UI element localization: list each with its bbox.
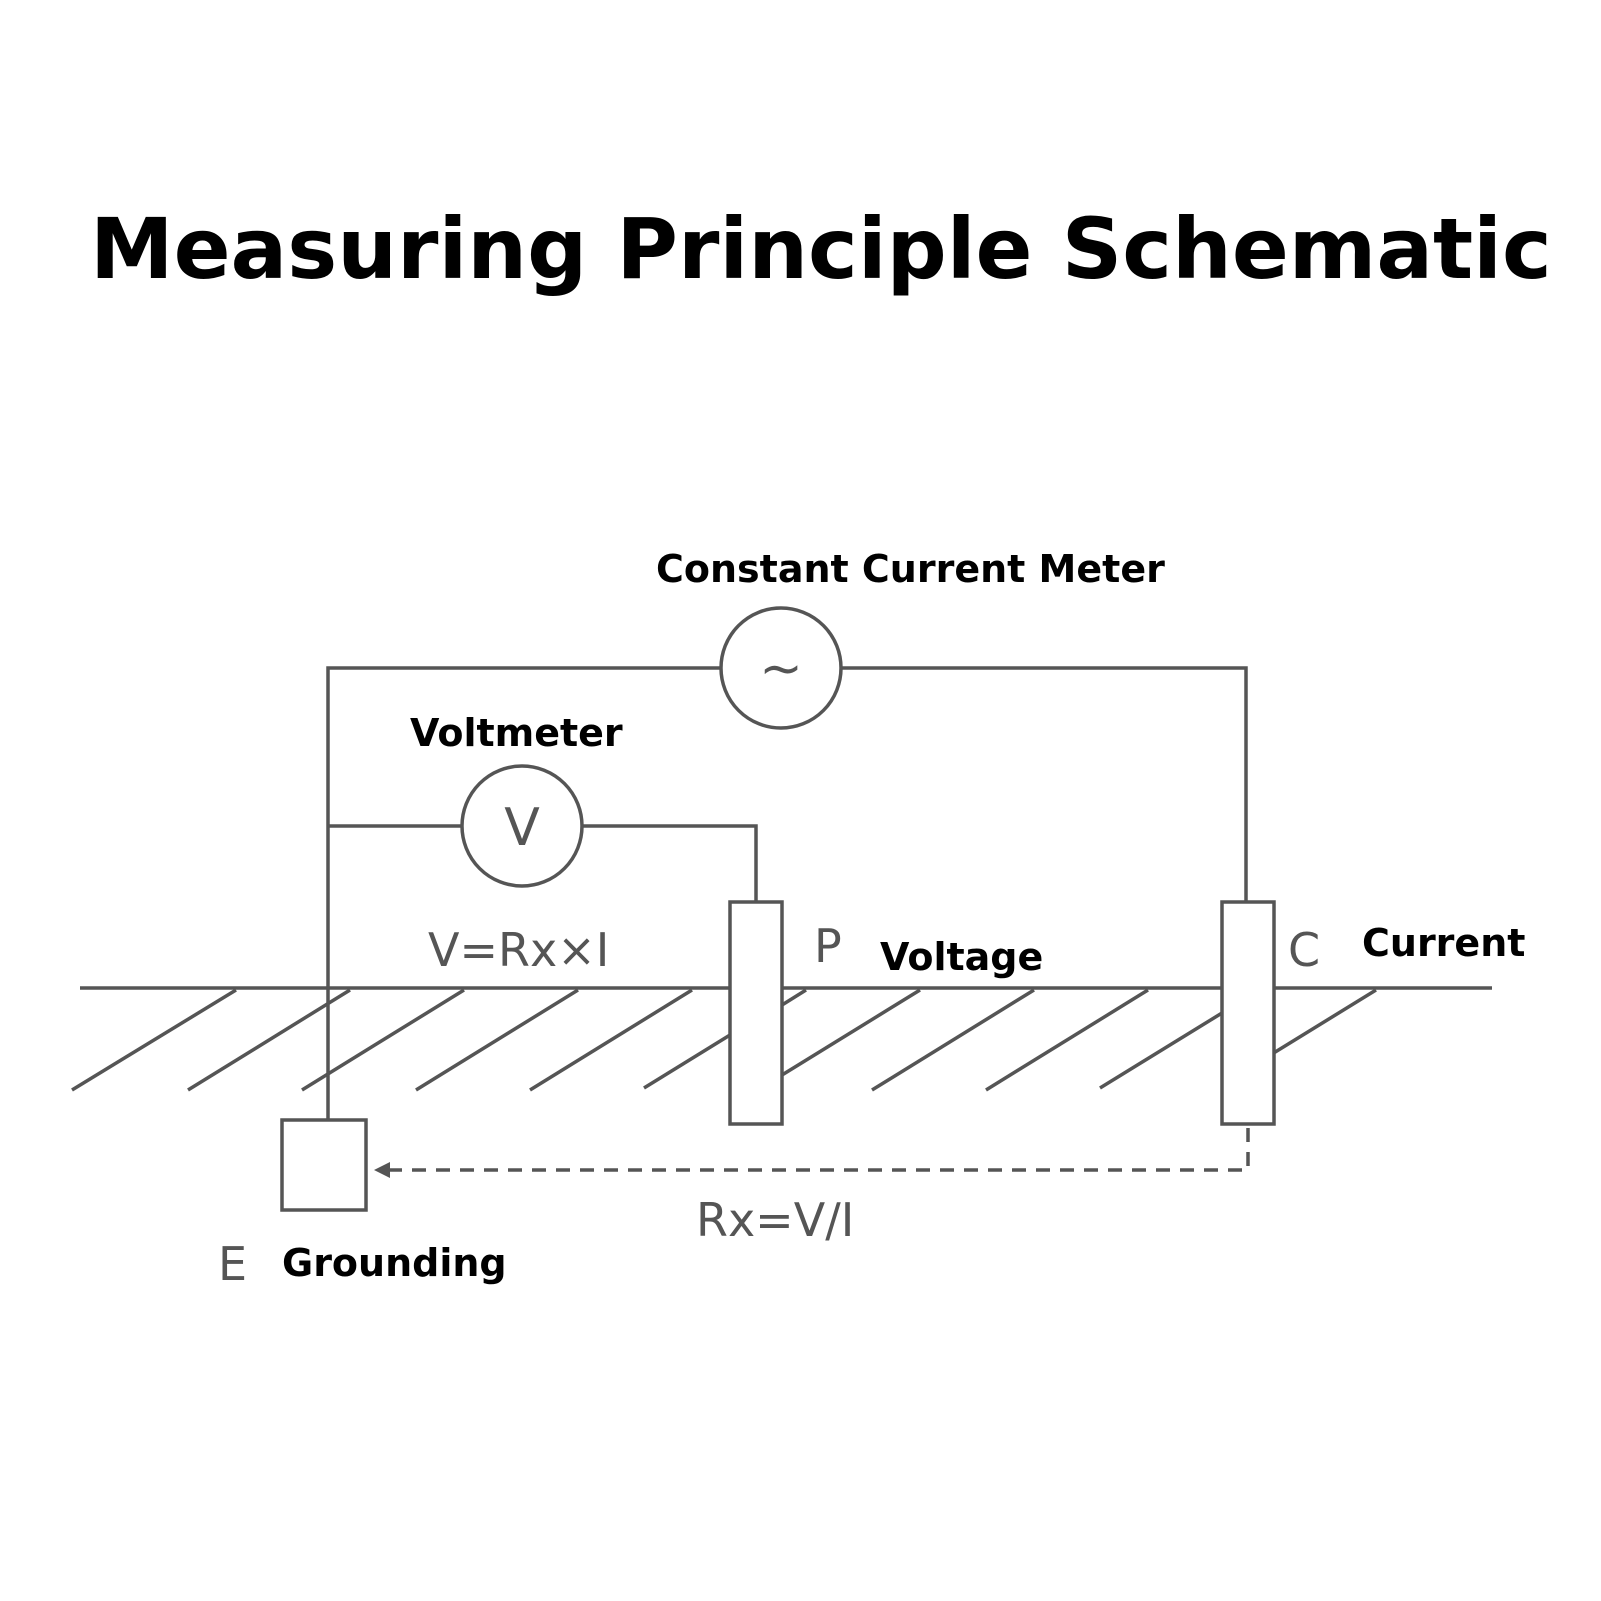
constant-current-meter-label: Constant Current Meter: [656, 547, 1165, 591]
voltmeter-label: Voltmeter: [410, 711, 623, 755]
return-arrowhead: [374, 1162, 390, 1178]
voltmeter-symbol: [460, 764, 584, 888]
ac-source-glyph: ~: [759, 639, 803, 699]
electrode-c-letter: C: [1288, 923, 1320, 977]
grounding-label: Grounding: [282, 1241, 507, 1285]
resistance-formula: Rx=V/I: [696, 1193, 854, 1247]
electrode-e-letter: E: [218, 1237, 247, 1291]
earth-hatching: [71, 988, 1377, 1092]
dashed-return-path: [384, 1128, 1250, 1172]
electrode-p-letter: P: [814, 919, 842, 973]
electrode-p: [728, 900, 784, 1126]
current-loop-wire-left: [326, 666, 720, 1120]
current-loop-wire-right: [842, 666, 1248, 902]
current-label: Current: [1362, 921, 1525, 965]
page-title: Measuring Principle Schematic: [90, 200, 1552, 298]
electrode-e: [280, 1118, 368, 1212]
constant-current-meter-symbol: [719, 606, 843, 730]
voltmeter-wire-right: [582, 824, 758, 902]
voltmeter-glyph: V: [504, 798, 540, 858]
voltage-formula: V=Rx×I: [428, 923, 609, 977]
voltage-label: Voltage: [880, 935, 1043, 979]
electrode-c: [1220, 900, 1276, 1126]
